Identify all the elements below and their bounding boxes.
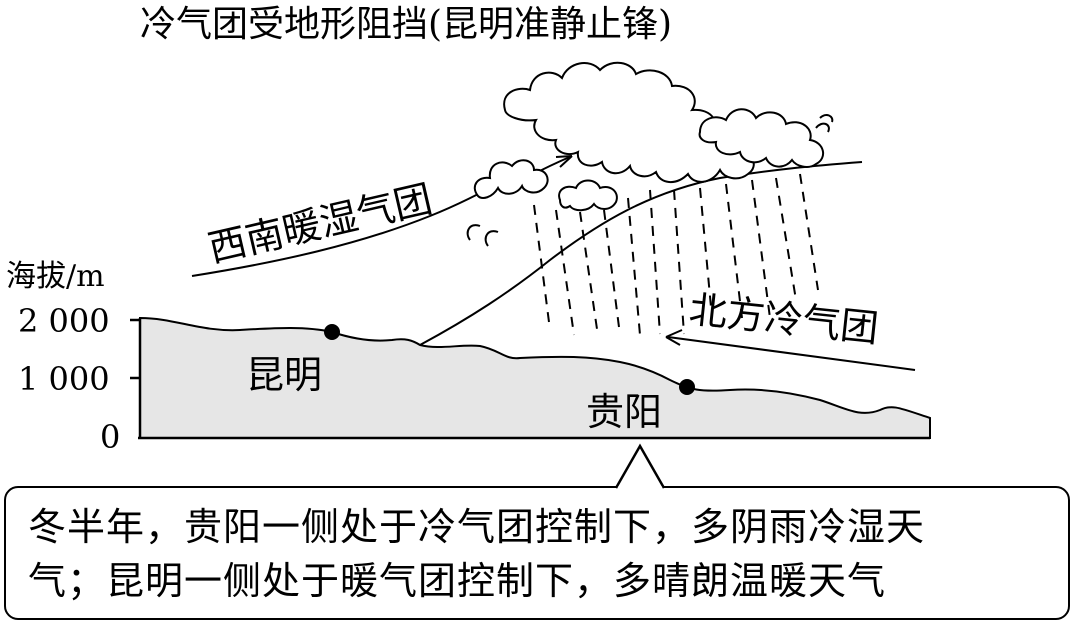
y-tick-label: 0: [100, 418, 120, 456]
kunming-point: [324, 324, 340, 340]
arrow-head: [665, 329, 683, 346]
guiyang-point: [679, 379, 695, 395]
cloud: [473, 159, 549, 199]
y-tick-label: 1 000: [18, 360, 110, 398]
arrow-head: [555, 155, 573, 168]
front-surface-line: [419, 161, 863, 346]
terrain: [139, 316, 931, 439]
cloud: [558, 179, 618, 212]
callout-text: 冬半年，贵阳一侧处于冷气团控制下，多阴雨冷湿天 气；昆明一侧处于暖气团控制下，多…: [28, 500, 1054, 608]
cloud: [698, 108, 825, 168]
callout-box: 冬半年，贵阳一侧处于冷气团控制下，多阴雨冷湿天 气；昆明一侧处于暖气团控制下，多…: [4, 486, 1070, 620]
cold-air-arrow: [667, 336, 916, 371]
cloud-wisp: [466, 224, 499, 247]
y-axis-label: 海拔/m: [6, 259, 105, 294]
diagram-title: 冷气团受地形阻挡(昆明准静止锋): [140, 4, 672, 45]
rain: [533, 173, 819, 337]
y-tick-label: 2 000: [18, 302, 110, 340]
callout-line: 冬半年，贵阳一侧处于冷气团控制下，多阴雨冷湿天: [28, 505, 926, 549]
guiyang-label: 贵阳: [586, 390, 662, 434]
cloud-wisp: [815, 114, 834, 133]
callout-line: 气；昆明一侧处于暖气团控制下，多晴朗温暖天气: [28, 559, 887, 603]
kunming-label: 昆明: [246, 353, 322, 397]
cloud: [503, 61, 755, 183]
